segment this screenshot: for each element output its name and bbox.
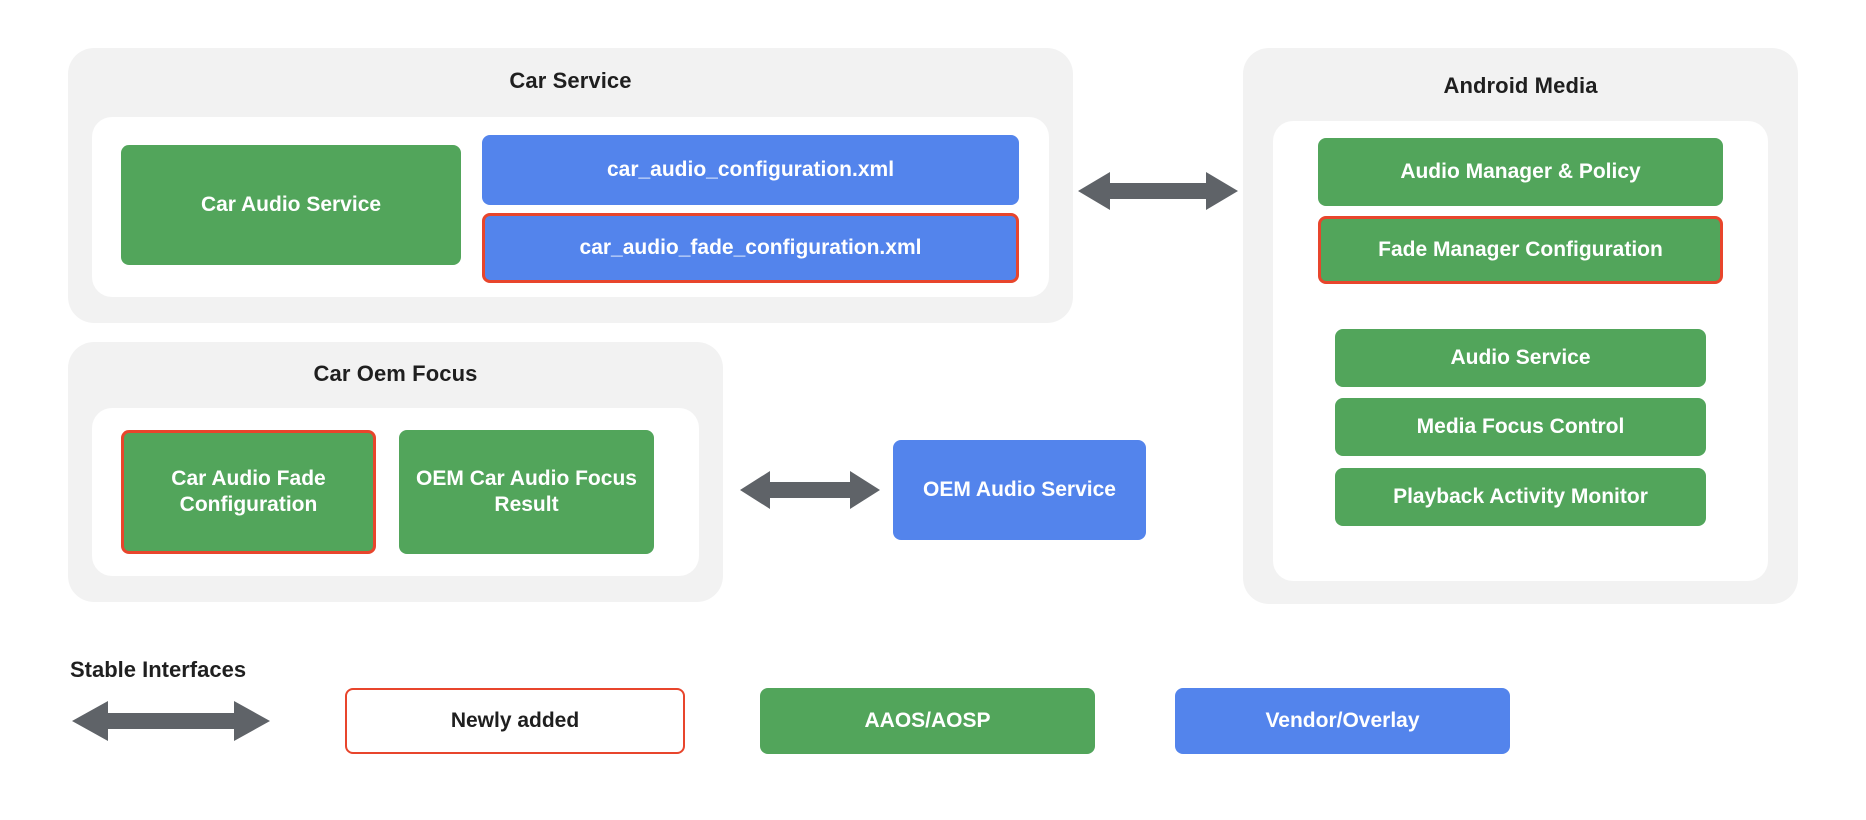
node-playback-activity-monitor[interactable]: Playback Activity Monitor bbox=[1335, 468, 1706, 526]
node-audio-manager-policy-label: Audio Manager & Policy bbox=[1400, 160, 1641, 184]
node-media-focus-control-label: Media Focus Control bbox=[1416, 415, 1625, 439]
node-car-audio-configuration-xml-label: car_audio_configuration.xml bbox=[606, 158, 895, 182]
node-oem-audio-service-label: OEM Audio Service bbox=[923, 478, 1116, 502]
legend-item-newly-added-label: Newly added bbox=[450, 709, 580, 732]
group-car-service-inner: Car Audio Service car_audio_configuratio… bbox=[92, 117, 1049, 297]
node-oem-car-audio-focus-result-label: OEM Car Audio Focus Result bbox=[416, 467, 637, 516]
node-playback-activity-monitor-label: Playback Activity Monitor bbox=[1393, 485, 1648, 509]
node-car-audio-fade-configuration-xml-label: car_audio_fade_configuration.xml bbox=[579, 236, 922, 260]
node-car-audio-service[interactable]: Car Audio Service bbox=[121, 145, 461, 265]
group-car-oem-focus-title: Car Oem Focus bbox=[313, 361, 478, 386]
legend-item-vendor-overlay-label: Vendor/Overlay bbox=[1265, 709, 1420, 732]
legend-item-aaos-aosp[interactable]: AAOS/AOSP bbox=[760, 688, 1095, 754]
group-car-oem-focus: Car Oem Focus Car Audio Fade Configurati… bbox=[68, 342, 723, 602]
legend-stable-interfaces-label: Stable Interfaces bbox=[70, 657, 247, 682]
node-fade-manager-configuration-label: Fade Manager Configuration bbox=[1378, 238, 1663, 262]
group-car-oem-focus-inner: Car Audio Fade Configuration OEM Car Aud… bbox=[92, 408, 699, 576]
node-audio-manager-policy[interactable]: Audio Manager & Policy bbox=[1318, 138, 1723, 206]
double-arrow-icon bbox=[1078, 172, 1238, 210]
group-car-service: Car Service Car Audio Service car_audio_… bbox=[68, 48, 1073, 323]
group-android-media-title: Android Media bbox=[1443, 73, 1598, 98]
node-audio-service[interactable]: Audio Service bbox=[1335, 329, 1706, 387]
node-car-audio-fade-configuration-label: Car Audio Fade Configuration bbox=[171, 467, 326, 516]
node-fade-manager-configuration[interactable]: Fade Manager Configuration bbox=[1318, 216, 1723, 284]
double-arrow-icon bbox=[72, 701, 270, 741]
group-car-service-title: Car Service bbox=[509, 68, 632, 93]
node-media-focus-control[interactable]: Media Focus Control bbox=[1335, 398, 1706, 456]
legend-item-newly-added[interactable]: Newly added bbox=[345, 688, 685, 754]
node-oem-audio-service[interactable]: OEM Audio Service bbox=[893, 440, 1146, 540]
node-oem-car-audio-focus-result[interactable]: OEM Car Audio Focus Result bbox=[399, 430, 654, 554]
legend-arrow bbox=[72, 698, 270, 744]
node-car-audio-fade-configuration[interactable]: Car Audio Fade Configuration bbox=[121, 430, 376, 554]
node-car-audio-service-label: Car Audio Service bbox=[200, 193, 382, 217]
node-audio-service-label: Audio Service bbox=[1450, 346, 1591, 370]
node-car-audio-configuration-xml[interactable]: car_audio_configuration.xml bbox=[482, 135, 1019, 205]
double-arrow-icon bbox=[740, 471, 880, 509]
node-car-audio-fade-configuration-xml[interactable]: car_audio_fade_configuration.xml bbox=[482, 213, 1019, 283]
connector-car-oem-focus-to-oem-audio-service bbox=[740, 467, 880, 513]
group-android-media-inner: Audio Manager & Policy Fade Manager Conf… bbox=[1273, 121, 1768, 581]
group-android-media: Android Media Audio Manager & Policy Fad… bbox=[1243, 48, 1798, 604]
legend-item-aaos-aosp-label: AAOS/AOSP bbox=[864, 709, 991, 732]
legend-item-vendor-overlay[interactable]: Vendor/Overlay bbox=[1175, 688, 1510, 754]
connector-car-service-to-android-media bbox=[1078, 168, 1238, 214]
